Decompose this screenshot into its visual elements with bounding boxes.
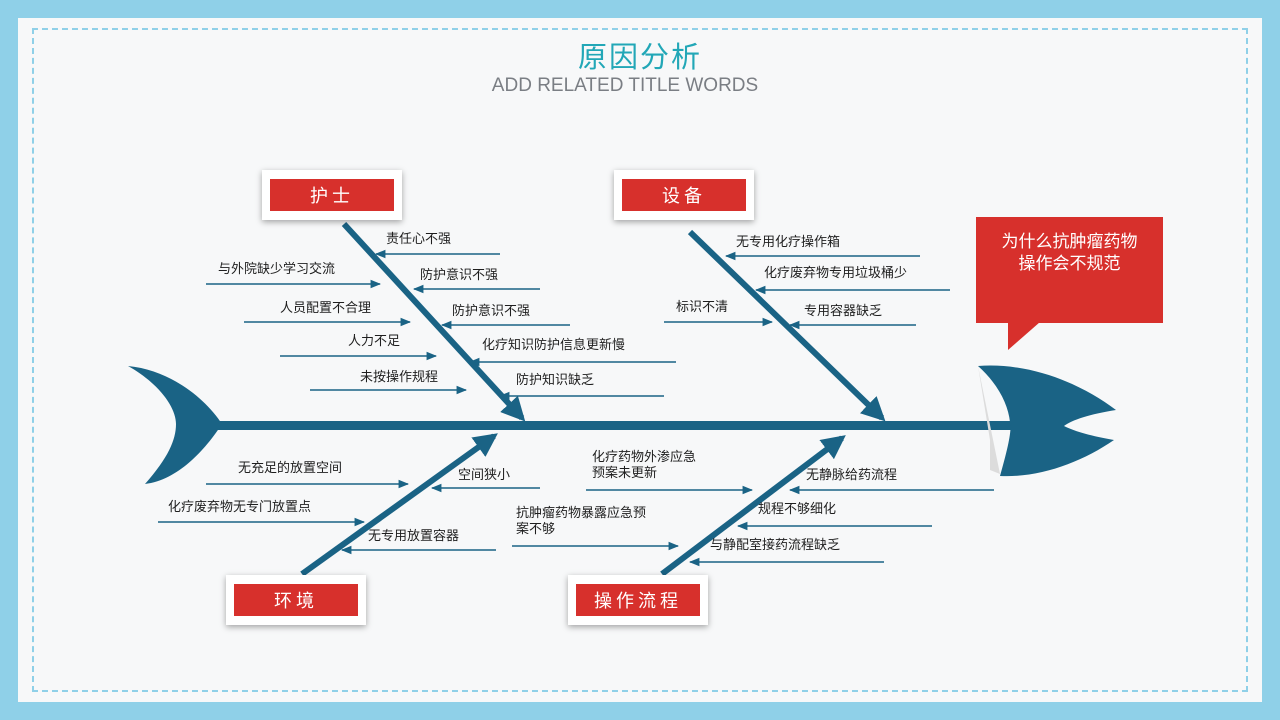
- spine: [190, 421, 1015, 430]
- bone-equipment: [687, 229, 886, 422]
- cause-label: 未按操作规程: [360, 370, 439, 385]
- category-process: 操作流程: [568, 575, 708, 625]
- fish-tail: [128, 366, 222, 484]
- cause-label: 化疗知识防护信息更新慢: [482, 338, 626, 353]
- cause-label: 无充足的放置空间: [238, 461, 343, 476]
- cause-label: 无静脉给药流程: [806, 468, 898, 483]
- cause-label: 防护意识不强: [452, 304, 531, 319]
- category-process-label: 操作流程: [576, 584, 700, 616]
- cause-label: 防护知识缺乏: [516, 373, 595, 388]
- cause-label: 化疗废弃物专用垃圾桶少: [764, 266, 908, 281]
- category-environment-label: 环境: [234, 584, 358, 616]
- category-nurse: 护士: [262, 170, 402, 220]
- cause-label: 人员配置不合理: [280, 301, 372, 316]
- fish-head-shadow: [978, 366, 1000, 474]
- bubble-tail: [1008, 322, 1040, 350]
- page-title: 原因分析: [577, 40, 702, 74]
- cause-label: 与静配室接药流程缺乏: [710, 538, 841, 553]
- cause-label: 无专用放置容器: [368, 529, 460, 544]
- category-environment: 环境: [226, 575, 366, 625]
- cause-label: 专用容器缺乏: [804, 304, 883, 319]
- cause-label: 规程不够细化: [758, 502, 837, 517]
- cause-label: 空间狭小: [458, 468, 511, 483]
- bone-environment: [300, 433, 498, 577]
- cause-label: 化疗废弃物无专门放置点: [168, 500, 312, 515]
- page-subtitle: ADD RELATED TITLE WORDS: [491, 75, 759, 96]
- cause-label: 化疗药物外渗应急预案未更新: [592, 450, 697, 481]
- cause-label: 人力不足: [348, 334, 401, 349]
- problem-text: 为什么抗肿瘤药物操作会不规范: [1001, 232, 1138, 274]
- category-equipment-label: 设备: [622, 179, 746, 211]
- cause-label: 防护意识不强: [420, 268, 499, 283]
- cause-label: 与外院缺少学习交流: [218, 262, 336, 277]
- cause-label: 责任心不强: [386, 232, 452, 247]
- cause-label: 无专用化疗操作箱: [736, 235, 841, 250]
- bone-nurse: [341, 221, 526, 422]
- bone-process: [660, 435, 846, 577]
- cause-label: 标识不清: [676, 300, 729, 315]
- fish-head: [978, 365, 1116, 477]
- cause-label: 抗肿瘤药物暴露应急预案不够: [516, 506, 647, 537]
- problem-statement: 为什么抗肿瘤药物操作会不规范: [976, 217, 1163, 323]
- category-equipment: 设备: [614, 170, 754, 220]
- category-nurse-label: 护士: [270, 179, 394, 211]
